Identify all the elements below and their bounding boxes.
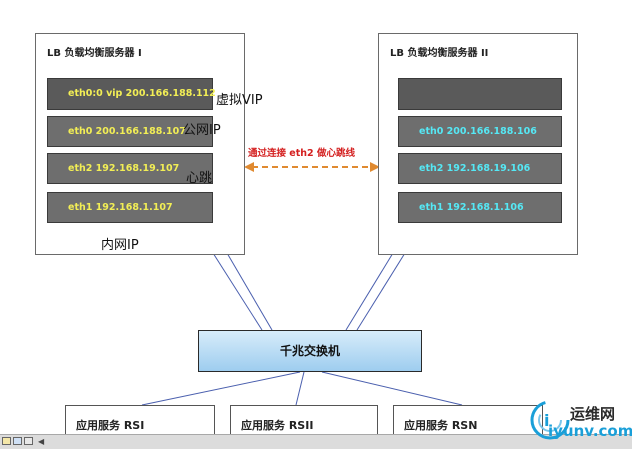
gigabit-switch: 千兆交换机 [198,330,422,372]
annotation-heartbeat: 心跳 [186,171,213,186]
lb2-iface-eth0: eth0 200.166.188.106 [398,116,562,147]
taskbar-app-icon-1[interactable] [2,437,11,445]
watermark-url-text: iyunv.com [548,422,632,440]
heartbeat-arrow-right-head [370,162,380,172]
lb1-iface-eth2: eth2 192.168.19.107 [47,153,213,184]
heartbeat-arrow-left-head [244,162,254,172]
link-lb1-switch-b [226,252,273,331]
watermark-cn-text: 运维网 [570,405,616,423]
heartbeat-link-label: 通过连接 eth2 做心跳线 [248,148,355,159]
taskbar-strip [0,434,632,449]
annotation-virtual-vip: 虚拟VIP [216,93,263,108]
link-lb2-switch-b [356,252,406,331]
link-switch-rs1 [141,371,301,406]
link-switch-rsn [321,371,463,406]
annotation-intranet-ip: 内网IP [101,238,139,253]
taskbar-app-icon-3[interactable] [24,437,33,445]
lb1-iface-vip: eth0:0 vip 200.166.188.112 [47,78,216,110]
lb2-iface-eth2: eth2 192.168.19.106 [398,153,562,184]
svg-text:i: i [544,411,549,430]
lb1-iface-eth1: eth1 192.168.1.107 [47,192,213,223]
lb2-iface-eth1: eth1 192.168.1.106 [398,192,562,223]
scroll-left-arrow-icon[interactable]: ◀ [38,437,45,446]
link-lb1-switch-a [212,252,263,331]
lb-server-2-title: LB 负载均衡服务器 II [390,48,489,59]
lb1-iface-eth0: eth0 200.166.188.107 [47,116,213,147]
link-lb2-switch-a [345,252,394,331]
lb2-iface-empty [398,78,562,110]
taskbar-app-icon-2[interactable] [13,437,22,445]
watermark-logo-icon: i [530,400,570,440]
annotation-public-ip: 公网IP [183,123,221,138]
link-switch-rs2 [295,371,305,406]
lb-server-1-title: LB 负载均衡服务器 I [47,48,142,59]
